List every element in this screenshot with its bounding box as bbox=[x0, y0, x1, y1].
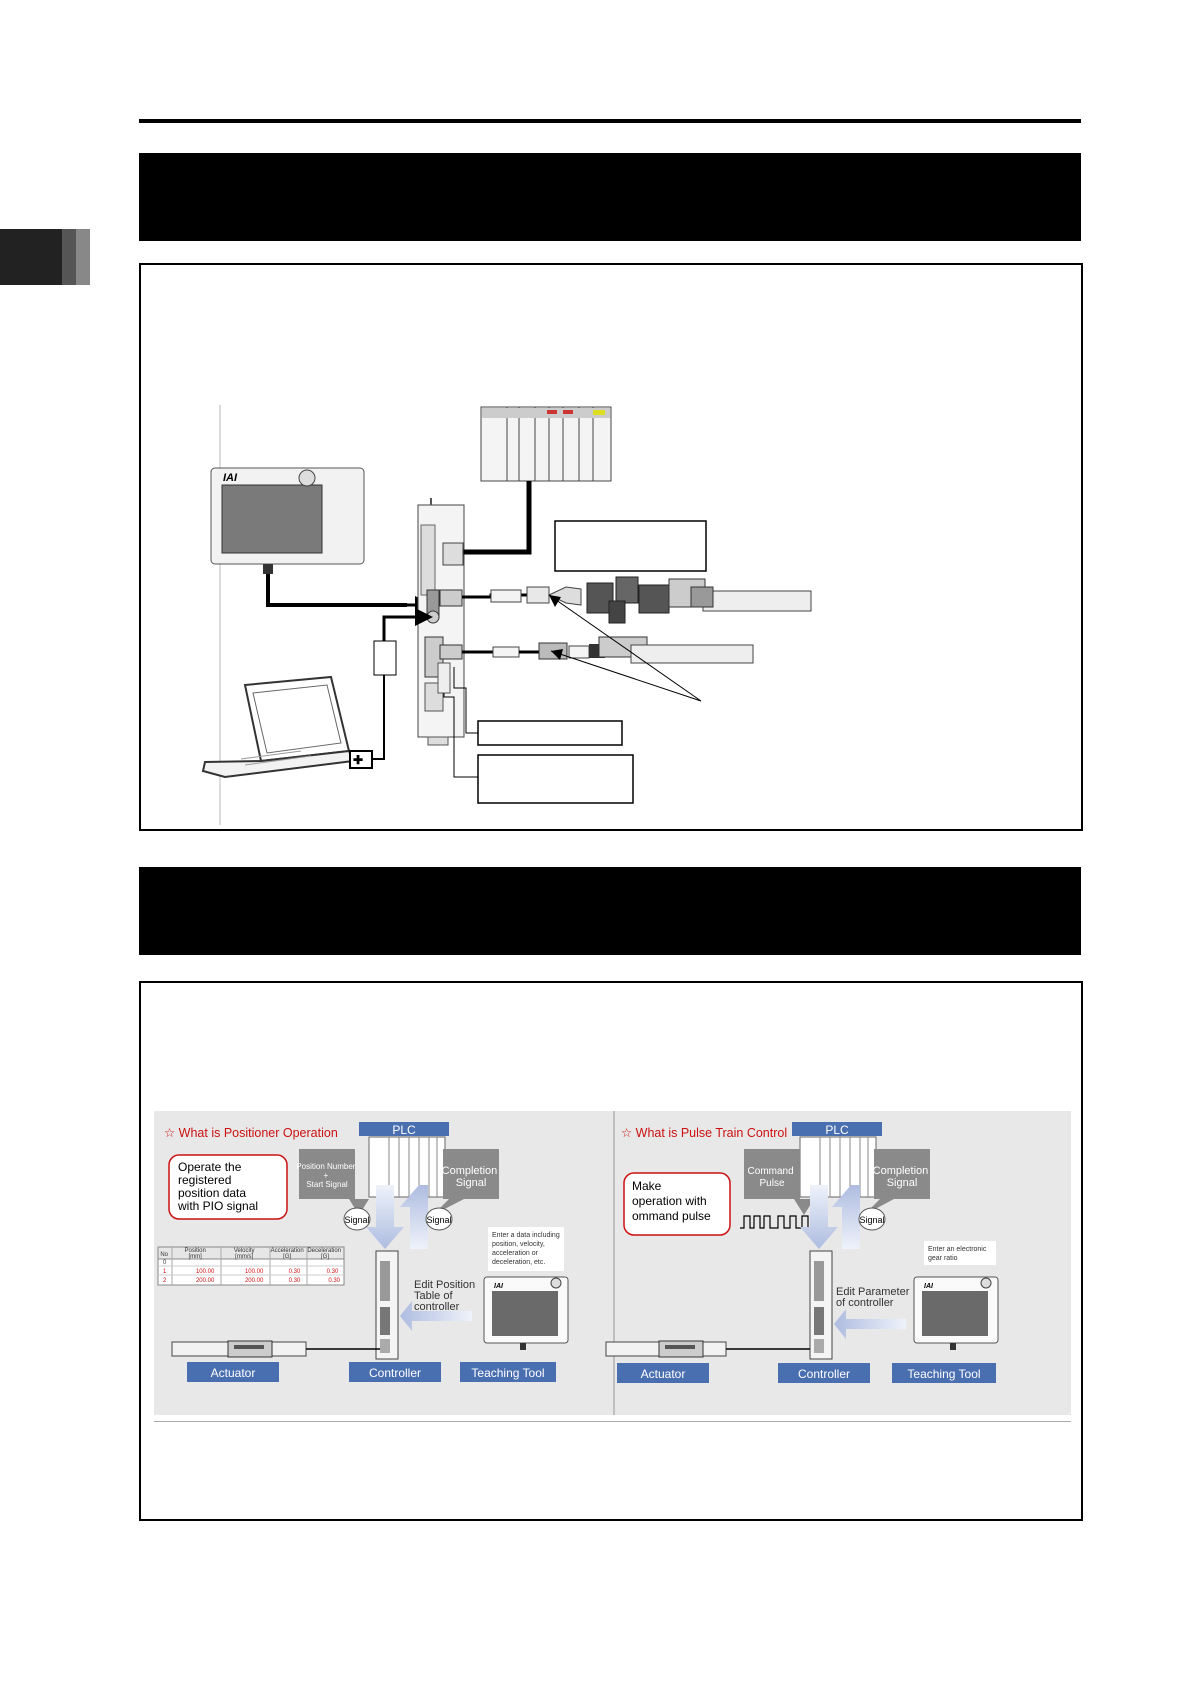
system-configuration-figure: IAI bbox=[201, 405, 812, 825]
pulse-train-callout-text: Make operation with ommand pulse bbox=[632, 1179, 711, 1223]
svg-text:✚: ✚ bbox=[353, 753, 363, 767]
label-actuator-left: Actuator bbox=[211, 1366, 256, 1380]
operation-comparison-figure: ☆ What is Positioner Operation PLC Opera… bbox=[154, 1111, 1071, 1415]
plc-label-left: PLC bbox=[392, 1123, 416, 1137]
plc-connection-label-box bbox=[554, 520, 707, 572]
system-configuration-panel: IAI bbox=[139, 263, 1083, 831]
pulse-train-callout bbox=[623, 1172, 731, 1236]
teaching-tool-right: IAI bbox=[913, 1276, 999, 1350]
controller-unit bbox=[417, 498, 465, 746]
plc-label-right: PLC bbox=[825, 1123, 849, 1137]
controller-right bbox=[809, 1250, 833, 1360]
svg-text:No Position: No Position [mm] Velocity [mm/s] Acceler… bbox=[160, 1248, 342, 1260]
pc-laptop bbox=[201, 675, 355, 779]
position-table: No Position [mm] Velocity [mm/s] Acceler… bbox=[157, 1246, 345, 1286]
svg-text:0 1 100.00: 0 1 100.00 100.00 0.30 0.30 2 200.00 200… bbox=[163, 1260, 341, 1284]
section-header-1 bbox=[139, 153, 1081, 241]
edit-position-text: Edit Position Table of controller bbox=[414, 1279, 478, 1313]
label-controller-left: Controller bbox=[369, 1366, 421, 1380]
io-label-box bbox=[477, 754, 634, 804]
tool-note-left: Enter a data including position, velocit… bbox=[492, 1232, 562, 1266]
edit-parameter-text: Edit Parameter of controller bbox=[836, 1286, 912, 1309]
teaching-pendant: IAI bbox=[210, 467, 365, 574]
chapter-tab bbox=[0, 229, 90, 285]
label-teaching-tool-right: Teaching Tool bbox=[907, 1367, 980, 1381]
figure-divider bbox=[154, 1421, 1071, 1422]
positioner-callout-text: Operate the registered position data wit… bbox=[177, 1160, 258, 1213]
command-pulse-text: Command Pulse bbox=[748, 1166, 797, 1189]
svg-text:IAI: IAI bbox=[924, 1283, 934, 1290]
label-teaching-tool-left: Teaching Tool bbox=[471, 1366, 544, 1380]
signal-bubble-left-1: Signal bbox=[344, 1215, 369, 1225]
completion-signal-right: Completion Signal bbox=[873, 1165, 932, 1189]
position-number-text: Position Number + Start Signal bbox=[296, 1162, 357, 1189]
section-header-2 bbox=[139, 867, 1081, 955]
actuator-left bbox=[171, 1340, 380, 1358]
signal-bubble-right: Signal bbox=[859, 1215, 884, 1225]
teaching-tool-left: IAI bbox=[483, 1276, 569, 1350]
actuator-right bbox=[605, 1340, 810, 1358]
completion-signal-left: Completion Signal bbox=[442, 1165, 501, 1189]
signal-bubble-left-2: Signal bbox=[426, 1215, 451, 1225]
power-label-box bbox=[477, 720, 623, 746]
positioner-title: ☆ What is Positioner Operation bbox=[164, 1126, 338, 1140]
pendant-logo: IAI bbox=[223, 472, 238, 484]
operation-methods-panel: ☆ What is Positioner Operation PLC Opera… bbox=[139, 981, 1083, 1521]
label-controller-right: Controller bbox=[798, 1367, 850, 1381]
tool-note-right: Enter an electronic gear ratio bbox=[928, 1246, 988, 1262]
controller-left bbox=[375, 1250, 399, 1360]
top-rule bbox=[139, 119, 1081, 123]
label-actuator-right: Actuator bbox=[641, 1367, 686, 1381]
pulse-train-title: ☆ What is Pulse Train Control bbox=[621, 1126, 787, 1140]
positioner-callout bbox=[168, 1154, 288, 1220]
svg-text:IAI: IAI bbox=[494, 1283, 504, 1290]
plc-rack bbox=[480, 406, 612, 482]
